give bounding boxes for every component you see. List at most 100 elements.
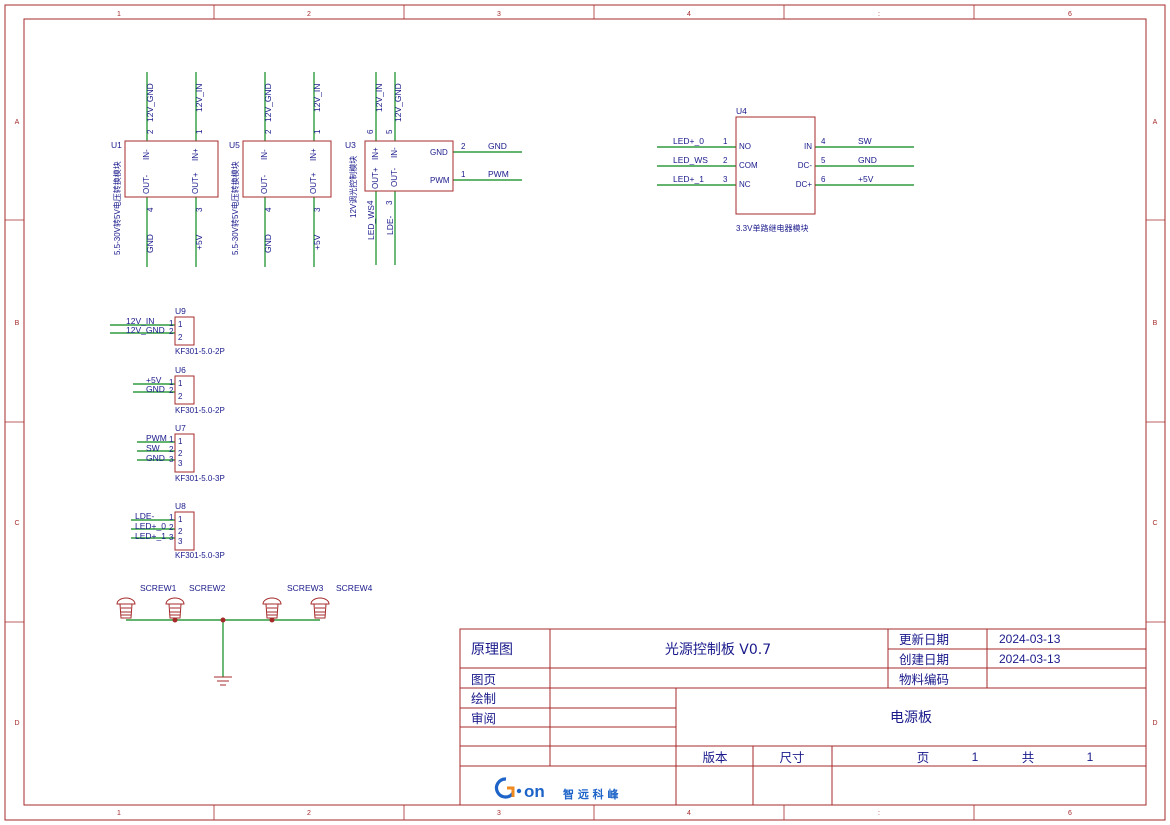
net-label: GND (858, 155, 877, 165)
u4-ref: U4 (736, 106, 747, 116)
net-label: +5V (858, 174, 874, 184)
grid-col-label: : (878, 810, 880, 817)
grid-row-label: B (1153, 320, 1158, 327)
module-u1[interactable]: U1 IN- IN+ OUT- OUT+ 2 1 4 3 12V_GND 12V… (111, 72, 219, 267)
u7-ref: U7 (175, 423, 186, 433)
title-block: 原理图 光源控制板 V0.7 更新日期 2024-03-13 创建日期 2024… (459, 628, 1147, 806)
module-u3[interactable]: U3 IN+ IN- OUT+ OUT- GND PWM 6 5 4 3 2 1… (345, 72, 522, 265)
grid-row-label: D (1152, 720, 1157, 727)
connector-u8[interactable]: U8 LDE- LED+_0 LED+_1 1 2 3 1 2 3 KF301-… (131, 501, 225, 560)
u4-body (735, 116, 816, 215)
screws-group[interactable]: SCREW1 SCREW2 SCREW3 SCREW4 (116, 583, 373, 686)
u5-pin-number: 1 (313, 129, 322, 134)
net-label: GND (146, 453, 165, 463)
connector-u7[interactable]: U7 PWM SW GND 1 2 3 1 2 3 KF301-5.0-3P (137, 423, 225, 483)
u3-pin-name: IN+ (371, 147, 380, 160)
u4-pin-name: COM (739, 161, 758, 170)
module-u5[interactable]: U5 IN- IN+ OUT- OUT+ 2 1 4 3 12V_GND 12V… (229, 72, 332, 267)
u7-pin-number: 3 (169, 455, 174, 464)
label-page-no: 页 (917, 750, 930, 765)
total-pages: 1 (1087, 750, 1094, 764)
net-label: PWM (146, 433, 167, 443)
net-label: LED_WS (366, 205, 376, 240)
u9-body (174, 316, 195, 346)
u1-pin-number: 2 (146, 129, 155, 134)
u8-pin-number: 1 (169, 513, 174, 522)
net-label: 12V_GND (126, 325, 165, 335)
u4-pin-number: 2 (723, 156, 728, 165)
u7-pin-number: 2 (169, 445, 174, 454)
created-date: 2024-03-13 (999, 652, 1061, 666)
u1-body (124, 140, 219, 198)
screw-icon (165, 597, 185, 619)
u5-value: 5.5-30V转5V电压转换模块 (230, 161, 240, 255)
net-label: SW (858, 136, 872, 146)
u4-pin-name: DC+ (796, 180, 813, 189)
label-size: 尺寸 (779, 750, 804, 765)
grid-col-label: : (878, 11, 880, 18)
u4-pin-name: NC (739, 180, 751, 189)
u4-pin-number: 6 (821, 175, 826, 184)
screw-ref: SCREW4 (336, 583, 373, 593)
junction-dot (172, 617, 178, 623)
net-label: 12V_GND (145, 83, 155, 122)
label-version: 版本 (702, 750, 728, 765)
u1-pin-number: 1 (195, 129, 204, 134)
u8-ref: U8 (175, 501, 186, 511)
label-schematic: 原理图 (471, 642, 513, 658)
u4-pin-number: 5 (821, 156, 826, 165)
net-label: +5V (312, 234, 322, 250)
u3-pin-number: 1 (461, 170, 466, 179)
u3-pin-number: 5 (385, 129, 394, 134)
u1-pin-name: IN- (142, 149, 151, 160)
u3-pin-number: 2 (461, 142, 466, 151)
net-label: 12V_GND (263, 83, 273, 122)
u5-pin-name: OUT+ (309, 172, 318, 194)
grid-row-label: B (15, 320, 20, 327)
net-label: 12V_IN (126, 316, 154, 326)
u4-pin-name: DC- (798, 161, 813, 170)
u6-pin-label: 1 (178, 379, 183, 388)
screw-ref: SCREW1 (140, 583, 177, 593)
net-label: +5V (194, 234, 204, 250)
u6-pin-number: 2 (169, 386, 174, 395)
u7-pin-number: 1 (169, 435, 174, 444)
u5-pin-number: 2 (264, 129, 273, 134)
screw-ref: SCREW3 (287, 583, 324, 593)
u9-pin-number: 2 (169, 327, 174, 336)
net-label: GND (145, 234, 155, 253)
u7-body (174, 433, 195, 473)
grid-row-label: C (1152, 520, 1157, 527)
u7-pin-label: 1 (178, 437, 183, 446)
u9-ref: U9 (175, 306, 186, 316)
u1-ref: U1 (111, 140, 122, 150)
u4-value: 3.3V单路继电器模块 (736, 223, 808, 233)
screw-icon (262, 597, 282, 619)
grid-row-label: D (14, 720, 19, 727)
grid-col-label: 6 (1068, 11, 1072, 18)
connector-u9[interactable]: U9 12V_IN 12V_GND 1 2 1 2 KF301-5.0-2P (110, 306, 225, 356)
u5-body (242, 140, 332, 198)
u9-pin-label: 1 (178, 320, 183, 329)
sheet-outer-border (4, 4, 1166, 821)
svg-text:on: on (524, 782, 545, 801)
u7-pin-label: 3 (178, 459, 183, 468)
connector-u6[interactable]: U6 +5V GND 1 2 1 2 KF301-5.0-2P (133, 365, 225, 415)
u6-value: KF301-5.0-2P (175, 406, 225, 415)
grid-row-label: C (14, 520, 19, 527)
u8-value: KF301-5.0-3P (175, 551, 225, 560)
u8-pin-label: 3 (178, 537, 183, 546)
module-u4[interactable]: U4 NO COM NC IN DC- DC+ 1 2 3 4 5 6 LED+… (657, 106, 914, 233)
net-label: LDE- (135, 511, 155, 521)
net-label: 12V_IN (312, 84, 322, 112)
screw-icon (116, 597, 136, 619)
u1-pin-name: IN+ (191, 148, 200, 161)
u6-pin-number: 1 (169, 378, 174, 387)
junction-dot (220, 617, 226, 623)
u3-pin-name: IN- (390, 147, 399, 158)
net-label: LED+_0 (673, 136, 704, 146)
grid-col-label: 1 (117, 11, 121, 18)
sheet-name: 电源板 (890, 710, 932, 726)
u3-ref: U3 (345, 140, 356, 150)
